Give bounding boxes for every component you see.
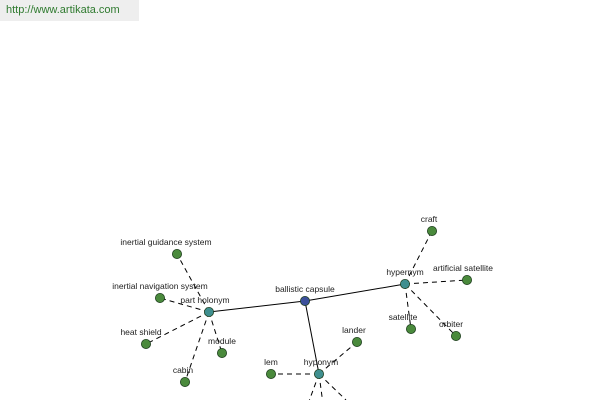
node-dot[interactable]: [313, 368, 324, 379]
edge-part_holonym-module: [208, 311, 223, 354]
edge-center-hypernym: [304, 283, 406, 302]
node-craft[interactable]: craft: [421, 214, 438, 236]
node-dot[interactable]: [203, 306, 214, 317]
node-as[interactable]: artificial satellite: [433, 263, 493, 285]
edge-center-part_holonym: [208, 300, 306, 313]
node-dot[interactable]: [351, 336, 362, 347]
node-dot[interactable]: [299, 295, 310, 306]
edge-part_holonym-ig: [176, 253, 210, 313]
node-label[interactable]: artificial satellite: [433, 263, 493, 273]
edge-hypernym-orbiter: [404, 283, 457, 337]
nodes-layer: ballistic capsule part holonym hypernym hyp…: [112, 214, 493, 387]
node-orbiter[interactable]: orbiter: [439, 319, 463, 341]
node-dot[interactable]: [140, 338, 151, 349]
node-ig[interactable]: inertial guidance system: [120, 237, 212, 259]
edge-hypernym-as: [404, 279, 468, 285]
node-label[interactable]: ballistic capsule: [275, 284, 335, 294]
node-label[interactable]: inertial navigation system: [112, 281, 207, 291]
node-in[interactable]: inertial navigation system: [112, 281, 208, 303]
node-label[interactable]: lander: [342, 325, 366, 335]
edge-stub-3: [318, 373, 347, 400]
node-dot[interactable]: [405, 323, 416, 334]
edge-hypernym-craft: [404, 230, 433, 285]
node-hyponym[interactable]: hyponym: [304, 357, 339, 379]
node-dot[interactable]: [265, 368, 276, 379]
node-dot[interactable]: [450, 330, 461, 341]
node-dot[interactable]: [426, 225, 437, 236]
node-module[interactable]: module: [208, 336, 236, 358]
node-center[interactable]: ballistic capsule: [275, 284, 335, 306]
node-dot[interactable]: [179, 376, 190, 387]
edge-part_holonym-hs: [145, 311, 210, 345]
node-dot[interactable]: [216, 347, 227, 358]
node-part-holonym[interactable]: part holonym: [180, 295, 230, 317]
node-dot[interactable]: [171, 248, 182, 259]
source-url[interactable]: http://www.artikata.com: [0, 0, 139, 21]
edge-hypernym-satellite: [404, 283, 412, 330]
node-lander[interactable]: lander: [342, 325, 366, 347]
node-label[interactable]: hypernym: [386, 267, 423, 277]
node-dot[interactable]: [461, 274, 472, 285]
edge-part_holonym-cabin: [184, 311, 210, 383]
node-label[interactable]: hyponym: [304, 357, 339, 367]
node-label[interactable]: lem: [264, 357, 278, 367]
node-dot[interactable]: [154, 292, 165, 303]
node-cabin[interactable]: cabin: [173, 365, 194, 387]
node-label[interactable]: heat shield: [120, 327, 161, 337]
node-dot[interactable]: [399, 278, 410, 289]
node-lem[interactable]: lem: [264, 357, 278, 379]
node-satellite[interactable]: satellite: [389, 312, 418, 334]
node-label[interactable]: part holonym: [180, 295, 229, 305]
node-label[interactable]: cabin: [173, 365, 194, 375]
node-label[interactable]: orbiter: [439, 319, 463, 329]
edge-center-hyponym: [304, 300, 320, 375]
node-hs[interactable]: heat shield: [120, 327, 162, 349]
node-label[interactable]: craft: [421, 214, 438, 224]
node-hypernym[interactable]: hypernym: [386, 267, 424, 289]
edges-layer: [145, 230, 468, 400]
node-label[interactable]: inertial guidance system: [120, 237, 211, 247]
node-label[interactable]: module: [208, 336, 236, 346]
node-label[interactable]: satellite: [389, 312, 418, 322]
